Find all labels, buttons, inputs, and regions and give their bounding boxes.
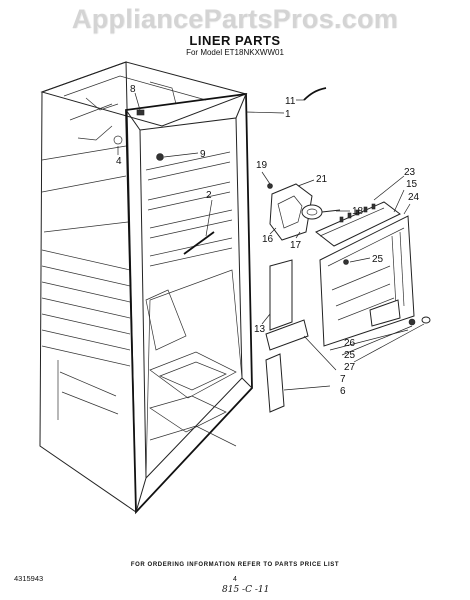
- callout-13: 13: [254, 324, 266, 335]
- handwritten-note: 815 -C -11: [222, 585, 270, 595]
- callout-25-upper: 25: [372, 254, 384, 265]
- callout-9: 9: [200, 149, 206, 160]
- part-13-bracket: [261, 259, 293, 331]
- ordering-note: FOR ORDERING INFORMATION REFER TO PARTS …: [130, 562, 340, 568]
- diagram-title: LINER PARTS: [189, 33, 281, 48]
- model-subtitle: For Model ET18NKXWW01: [186, 48, 284, 57]
- callout-16: 16: [262, 234, 274, 245]
- part-6-panel: [265, 353, 331, 413]
- callout-6: 6: [340, 386, 346, 397]
- callout-27: 27: [344, 362, 356, 373]
- callout-4: 4: [116, 156, 122, 167]
- callout-25-lower: 25: [344, 350, 356, 361]
- callout-26: 26: [344, 338, 356, 349]
- callout-8: 8: [130, 84, 136, 95]
- callout-2: 2: [206, 190, 212, 201]
- site-watermark: AppliancePartsPros.com: [71, 4, 399, 34]
- callout-15: 15: [406, 179, 418, 190]
- callout-19: 19: [256, 160, 268, 171]
- back-panel: [319, 203, 431, 363]
- document-number: 4315943: [14, 574, 44, 583]
- callout-7: 7: [340, 374, 346, 385]
- part-2-rod: [183, 199, 215, 255]
- callout-21: 21: [316, 174, 328, 185]
- part-11-tube: [296, 87, 327, 101]
- callout-1: 1: [285, 109, 291, 120]
- callout-18: 18: [352, 206, 364, 217]
- control-housing: [315, 175, 405, 247]
- liner-body: [39, 61, 253, 515]
- part-9-screw: [156, 152, 199, 161]
- callout-17: 17: [290, 240, 302, 251]
- callout-24: 24: [408, 192, 420, 203]
- page-number: 4: [233, 576, 237, 583]
- damper-assembly: [261, 171, 350, 241]
- part-8-clip: [134, 92, 145, 116]
- callout-11: 11: [285, 96, 296, 107]
- callout-23: 23: [404, 167, 416, 178]
- part-7-panel: [265, 319, 337, 371]
- callout-labels: 8 4 9 2 11 1 19 21 18 16 17 23 15 24 25 …: [116, 84, 420, 397]
